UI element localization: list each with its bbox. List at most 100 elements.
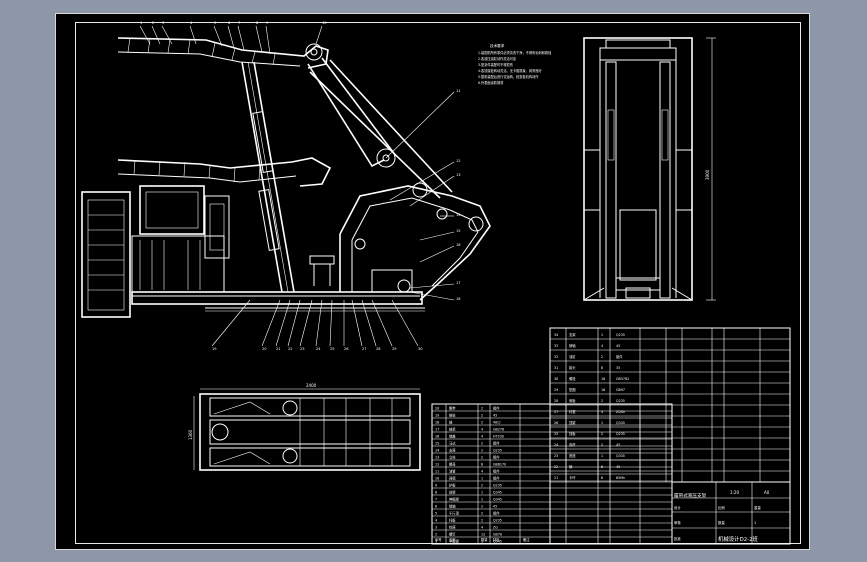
- bom-left-material: 45: [493, 505, 497, 509]
- bom-right-qty: 1: [601, 454, 603, 458]
- bom-right-name: 接头: [569, 365, 576, 370]
- lower-canopy: [117, 157, 332, 187]
- bom-left-no: 20: [435, 407, 439, 411]
- weight-label: 重量: [754, 505, 761, 510]
- bom-left-material: 组件: [493, 476, 500, 481]
- tech-note: 3.密封件装配时不得损伤: [478, 62, 513, 67]
- bom-right-material: Q235: [616, 333, 625, 337]
- bom-header-cell: 序号: [435, 537, 442, 542]
- bom-right-name: 销: [569, 464, 573, 469]
- bom-left-material: GB276: [493, 428, 504, 432]
- bom-right-no: 22: [554, 465, 558, 469]
- bom-right-no: 30: [554, 377, 558, 381]
- main-leg: [241, 61, 283, 293]
- part-balloon: 2: [152, 21, 154, 25]
- bom-left-qty: 2: [481, 512, 483, 516]
- tech-note: 1.装配前所有零件必须清洗干净，不得有毛刺和锈蚀: [478, 50, 552, 55]
- part-balloon: 12: [456, 159, 461, 163]
- bom-left-qty: 4: [481, 526, 483, 530]
- bom-left-name: 立柱: [449, 455, 456, 460]
- bom-right-material: Q345: [616, 454, 625, 458]
- part-balloon: 8: [256, 21, 259, 25]
- bom-left-material: GB6170: [493, 463, 506, 467]
- bom-left-material: Q235: [493, 449, 502, 453]
- part-balloon: 14: [456, 213, 461, 217]
- ratio-label: 比例: [718, 505, 725, 510]
- bom-left-name: 轴: [449, 420, 453, 425]
- part-balloon: 18: [456, 297, 461, 301]
- bom-left-no: 13: [435, 456, 439, 460]
- bom-right-qty: 1: [601, 421, 603, 425]
- bom-left-material: 40Cr: [493, 421, 501, 425]
- bom-right-name: 垫圈: [569, 387, 576, 392]
- bom-left-qty: 2: [481, 519, 483, 523]
- side-elevation-view: [81, 25, 491, 347]
- upper-canopy: [117, 37, 329, 69]
- bom-right-material: GB97: [616, 388, 625, 392]
- bom-header-cell: 备注: [523, 537, 530, 542]
- part-balloon: 24: [316, 347, 321, 351]
- tech-note: 4.各铰接处转动灵活，无卡阻现象，润滑良好: [478, 68, 542, 73]
- bom-left-no: 2: [435, 533, 437, 537]
- bom-header-cell: 数量: [481, 537, 488, 542]
- bom-left-no: 1: [435, 540, 437, 544]
- part-balloon: 25: [330, 347, 335, 351]
- bom-left-name: 阀组: [449, 476, 456, 481]
- bom-left-material: 组件: [493, 469, 500, 474]
- bom-left-qty: 2: [481, 449, 483, 453]
- part-balloon: 11: [456, 89, 461, 93]
- bom-left-material: ZG: [493, 526, 498, 530]
- bom-left-material: 组件: [493, 406, 500, 411]
- leader-lines: [139, 25, 455, 347]
- bom-right-material: 45: [616, 344, 620, 348]
- bom-left-qty: 2: [481, 407, 483, 411]
- bom-left-no: 8: [435, 491, 437, 495]
- part-balloon: 6: [228, 21, 231, 25]
- rear-leg: [307, 63, 385, 168]
- tech-note: 2.各液压油缸动作灵活可靠: [478, 56, 517, 61]
- bom-left-qty: 12: [481, 533, 485, 537]
- bom-right-qty: 8: [601, 366, 603, 370]
- bom-right-material: GB5782: [616, 377, 629, 381]
- bom-right-name: 油缸: [569, 354, 576, 359]
- bom-left-name: 护板: [449, 483, 456, 488]
- bom-left-material: Q345: [493, 498, 502, 502]
- bom-left-name: 托板: [449, 518, 456, 523]
- qty-label: 数量: [718, 520, 725, 525]
- base-frame: [131, 291, 423, 305]
- bom-left-name: 链轮: [449, 413, 456, 418]
- bom-header-cell: 名称: [449, 537, 456, 542]
- tech-note: 6.外表面涂防锈漆: [478, 80, 504, 85]
- bom-left-name: 螺母: [449, 462, 456, 467]
- bom-left-qty: 2: [481, 505, 483, 509]
- bom-left-name: 铰座: [449, 525, 456, 530]
- bom-right-qty: 4: [601, 410, 603, 414]
- bom-left-material: Q235: [493, 519, 502, 523]
- bom-header-cell: 材料: [493, 537, 500, 542]
- part-balloon: 3: [162, 21, 164, 25]
- drawing-label: 履带式液压支架: [674, 492, 707, 499]
- part-balloon: 7: [238, 21, 240, 25]
- bom-right-no: 26: [554, 421, 558, 425]
- bom-left-no: 7: [435, 498, 437, 502]
- bom-left-name: 履带: [449, 406, 456, 411]
- bom-left-qty: 1: [481, 498, 483, 502]
- bom-left-name: 油管: [449, 469, 456, 474]
- part-balloon: 9: [266, 21, 269, 25]
- bom-left-material: HT200: [493, 435, 504, 439]
- bom-right-name: 底座: [569, 453, 576, 458]
- bom-left-qty: 2: [481, 414, 483, 418]
- part-balloon: 26: [344, 347, 349, 351]
- bom-right-name: 销轴: [569, 343, 576, 348]
- bom-right-qty: 2: [601, 432, 603, 436]
- bom-left-qty: 1: [481, 540, 483, 544]
- bom-right-qty: 6: [601, 476, 603, 480]
- bom-left-no: 3: [435, 526, 437, 530]
- part-balloon: 5: [214, 21, 216, 25]
- bom-left-material: 45: [493, 414, 497, 418]
- bom-right-no: 21: [554, 476, 558, 480]
- bom-right-name: 顶梁: [569, 420, 576, 425]
